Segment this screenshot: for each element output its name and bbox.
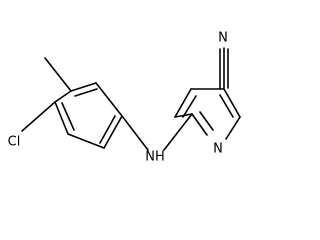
bond-pyridine-3: [223, 88, 241, 118]
bonds: [21, 47, 241, 151]
atom-amine-nh: NH: [145, 150, 165, 165]
atom-ring-n: N: [213, 142, 223, 157]
bond-nh-pyridine: [163, 113, 193, 151]
atom-chlorine: Cl: [8, 135, 21, 150]
bond-benzene-3-inner: [99, 115, 116, 144]
bond-benzene-6: [54, 90, 72, 103]
bond-pyridine-2: [225, 116, 241, 140]
bond-pyridine-3-inner: [219, 94, 234, 118]
bond-benzene-1-inner: [74, 88, 98, 97]
bond-aryl-nh: [121, 115, 149, 151]
bond-pyridine-5-inner: [182, 95, 197, 118]
bond-pyridine-5: [174, 88, 192, 118]
bond-benzene-2: [95, 82, 123, 117]
bond-pyridine-1-inner: [199, 111, 214, 131]
bond-benzene-5-inner: [61, 102, 75, 131]
bond-pyridine-1: [191, 113, 208, 136]
bond-benzene-1: [70, 82, 97, 92]
bond-methyl: [44, 57, 72, 92]
bond-chloro: [21, 101, 56, 132]
chemical-structure: N Cl NH N: [8, 31, 241, 165]
bond-benzene-4: [67, 133, 105, 149]
bond-benzene-3: [103, 115, 123, 149]
bond-benzene-5: [54, 101, 69, 135]
atom-labels: N Cl NH N: [8, 31, 228, 165]
bond-pyridine-6: [174, 113, 193, 118]
atom-nitrile-n: N: [218, 31, 228, 46]
